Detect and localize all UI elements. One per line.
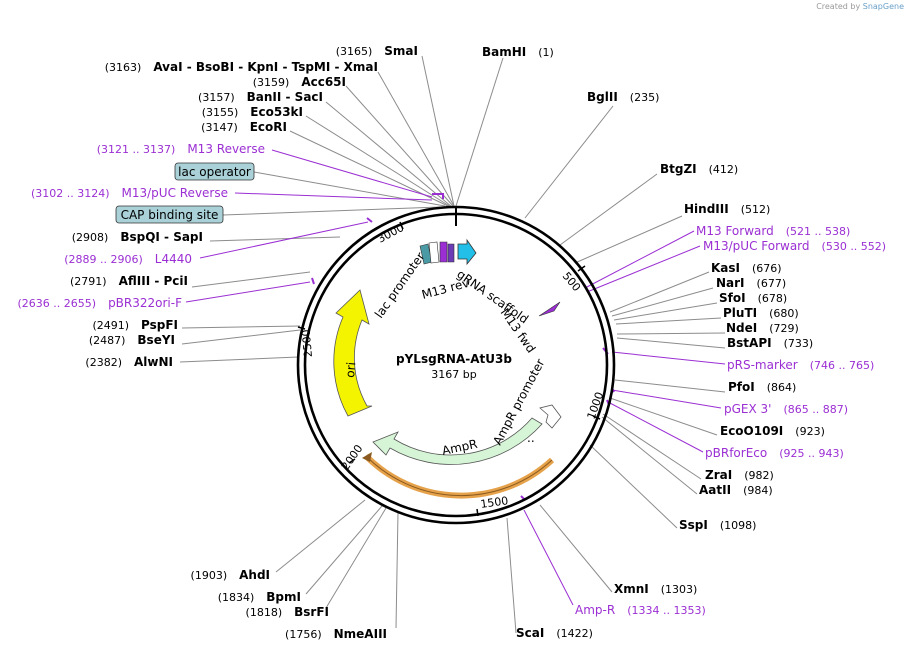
tick-label-3000: 3000 xyxy=(375,221,406,246)
primer-label-m13-puc-reverse: (3102 .. 3124)M13/pUC Reverse xyxy=(31,186,228,200)
enzyme-label-ecoo109i: EcoO109I(923) xyxy=(720,424,825,438)
cap-binding-site-label: CAP binding site xyxy=(121,208,219,222)
enzyme-label-sfoi: SfoI(678) xyxy=(719,291,787,305)
enzyme-label-nari: NarI(677) xyxy=(716,276,786,290)
plasmid-name: pYLsgRNA-AtU3b xyxy=(396,352,512,366)
enzyme-label-afliii-pcii: (2791)AflIII - PciI xyxy=(70,274,188,288)
primer-label-l4440: (2889 .. 2906)L4440 xyxy=(64,252,192,266)
enzyme-label-pfoi: PfoI(864) xyxy=(728,380,796,394)
primer-connector-lines xyxy=(185,149,726,606)
credit-prefix: Created by xyxy=(816,2,861,11)
enzyme-label-bglii: BglII(235) xyxy=(587,90,659,104)
snapgene-credit: Created by SnapGene xyxy=(816,2,904,11)
tick-label-2000: 2000 xyxy=(339,442,366,472)
primer-label-m13-forward: M13 Forward(521 .. 538) xyxy=(696,224,850,238)
right-enzyme-labels: BamHI(1) BglII(235) BtgZI(412) HindIII(5… xyxy=(482,45,825,640)
left-primer-labels: (3121 .. 3137)M13 Reverse (3102 .. 3124)… xyxy=(18,142,266,310)
enzyme-label-banii-saci: (3157)BanII - SacI xyxy=(198,90,323,104)
enzyme-label-pluti: PluTI(680) xyxy=(723,306,799,320)
primer-label-amp-r: Amp-R(1334 .. 1353) xyxy=(575,603,706,617)
snapgene-brand: SnapGene xyxy=(862,2,904,11)
tick-label-500: 500 xyxy=(560,270,583,294)
enzyme-label-ndei: NdeI(729) xyxy=(726,321,799,335)
enzyme-label-bamhi: BamHI(1) xyxy=(482,45,554,59)
enzyme-label-bspqi-sapi: (2908)BspQI - SapI xyxy=(72,230,203,244)
primer-label-pbr322ori-f: (2636 .. 2655)pBR322ori-F xyxy=(18,296,183,310)
enzyme-label-ahdi: (1903)AhdI xyxy=(191,568,270,582)
lac-promoter-block xyxy=(428,241,440,264)
m13-rev-block xyxy=(439,241,448,263)
enzyme-label-bpmi: (1834)BpmI xyxy=(218,590,301,604)
primer-label-m13-puc-forward: M13/pUC Forward(530 .. 552) xyxy=(703,239,886,253)
enzyme-label-bsrfi: (1818)BsrFI xyxy=(246,605,329,619)
tick-label-1000: 1000 xyxy=(585,390,607,421)
ampr-feature-arrow xyxy=(372,417,543,465)
enzyme-label-kasi: KasI(676) xyxy=(711,261,782,275)
feature-label-lac-promoter: lac promoter xyxy=(372,250,428,321)
primer-label-m13-reverse: (3121 .. 3137)M13 Reverse xyxy=(97,142,265,156)
enzyme-label-alwni: (2382)AlwNI xyxy=(85,355,173,369)
enzyme-label-bseyi: (2487)BseYI xyxy=(89,333,175,347)
enzyme-label-aatii: AatII(984) xyxy=(699,483,773,497)
enzyme-label-ecori: (3147)EcoRI xyxy=(201,120,287,134)
primer-label-prs-marker: pRS-marker(746 .. 765) xyxy=(727,358,874,372)
ampr-promoter-dots: .. xyxy=(527,431,535,445)
enzyme-label-pspfi: (2491)PspFI xyxy=(92,318,178,332)
features: .. xyxy=(333,238,562,499)
lac-operator-box: lac operator xyxy=(174,162,255,181)
ring-ticks xyxy=(297,221,601,517)
enzyme-label-acc65i: (3159)Acc65I xyxy=(253,75,346,89)
ori-feature-arrow xyxy=(333,289,373,417)
enzyme-label-smai: (3165)SmaI xyxy=(336,44,418,58)
grna-scaffold-arrow xyxy=(457,238,477,266)
enzyme-label-nmeaiii: (1756)NmeAIII xyxy=(285,627,387,641)
tick-label-1500: 1500 xyxy=(480,494,510,511)
enzyme-label-xmni: XmnI(1303) xyxy=(614,582,697,596)
plasmid-length: 3167 bp xyxy=(431,368,476,381)
lac-operator-label: lac operator xyxy=(178,165,251,179)
cap-binding-site-box: CAP binding site xyxy=(115,205,224,224)
feature-label-grna-scaffold: gRNA scaffold xyxy=(454,267,531,326)
left-enzyme-labels: (3165)SmaI (3163)AvaI - BsoBI - KpnI - T… xyxy=(70,44,418,641)
tick-label-2500: 2500 xyxy=(300,329,315,358)
enzyme-label-scai: ScaI(1422) xyxy=(516,626,593,640)
enzyme-label-bstapi: BstAPI(733) xyxy=(727,336,813,350)
enzyme-label-sspi: SspI(1098) xyxy=(679,518,756,532)
enzyme-label-btgzi: BtgZI(412) xyxy=(660,162,738,176)
primer-label-pbrforeco: pBRforEco(925 .. 943) xyxy=(705,446,844,460)
enzyme-label-zrai: ZraI(982) xyxy=(705,468,774,482)
ampr-promoter-arrow xyxy=(539,404,562,429)
m13-fwd-arrow xyxy=(538,301,561,317)
enzyme-label-hindiii: HindIII(512) xyxy=(684,202,770,216)
primer-label-pgex3: pGEX 3'(865 .. 887) xyxy=(724,402,848,416)
feature-label-ori: ori xyxy=(343,361,358,378)
right-primer-labels: M13 Forward(521 .. 538) M13/pUC Forward(… xyxy=(575,224,886,617)
enzyme-label-avai-group: (3163)AvaI - BsoBI - KpnI - TspMI - XmaI xyxy=(105,60,378,74)
enzyme-label-eco53ki: (3155)Eco53kI xyxy=(202,105,303,119)
